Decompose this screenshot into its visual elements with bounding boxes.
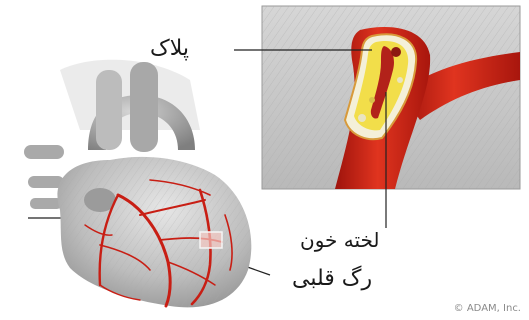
label-blood-clot: لخته خون bbox=[300, 228, 380, 252]
label-coronary-artery: رگ قلبی bbox=[292, 266, 372, 291]
credit-text: © ADAM, Inc. bbox=[454, 303, 521, 314]
heart-illustration bbox=[24, 60, 251, 308]
label-plaque: پلاک bbox=[150, 36, 189, 61]
artery-inset bbox=[262, 6, 520, 189]
vessel-stub bbox=[24, 145, 64, 159]
blockage-highlight-box bbox=[200, 232, 222, 248]
